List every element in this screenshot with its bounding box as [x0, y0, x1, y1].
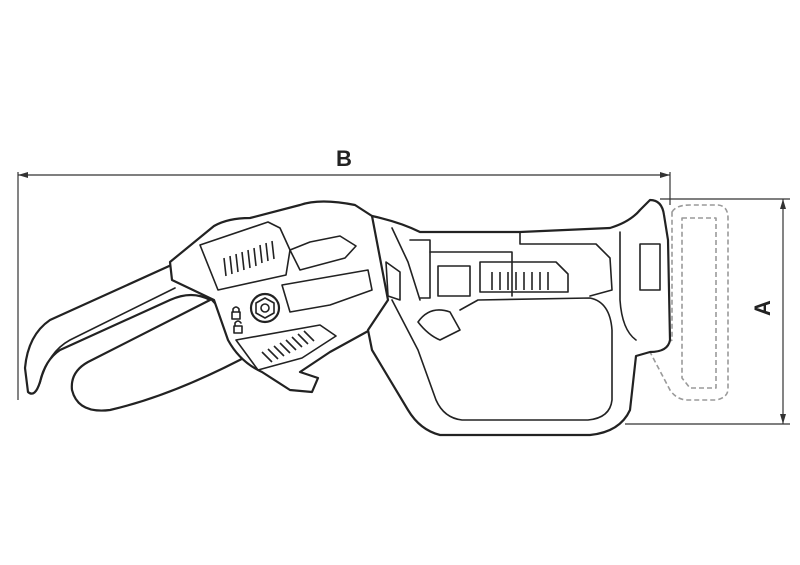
dimension-b: B: [17, 146, 671, 400]
cover-vents: [223, 240, 275, 277]
trigger: [417, 309, 461, 341]
lower-vents: [261, 330, 315, 363]
grip-ribs: [491, 272, 549, 290]
main-body: [366, 198, 672, 437]
dimension-a: A: [625, 198, 790, 425]
side-vent: [385, 261, 401, 301]
battery-pack: [649, 204, 729, 401]
bar-tension-nut: [249, 292, 281, 324]
dimension-b-label: B: [336, 146, 352, 171]
lock-icon: [231, 306, 243, 334]
dimension-a-label: A: [750, 300, 775, 316]
